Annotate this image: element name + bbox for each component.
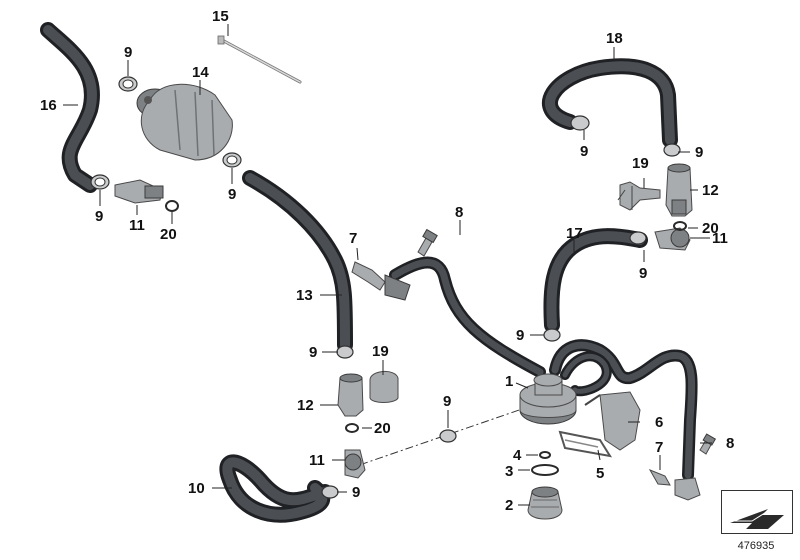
hose-16 bbox=[40, 22, 100, 193]
clamp-9-right-18 bbox=[570, 115, 590, 131]
hose-18 bbox=[542, 58, 678, 148]
retaining-clip-5 bbox=[558, 430, 613, 458]
callout-9i: 9 bbox=[352, 484, 360, 501]
callout-6: 6 bbox=[655, 414, 663, 431]
callout-3: 3 bbox=[505, 463, 513, 480]
callout-9e: 9 bbox=[443, 393, 451, 410]
callout-14: 14 bbox=[192, 64, 209, 81]
callout-12b: 12 bbox=[297, 397, 314, 414]
arrow-box-icon bbox=[730, 509, 784, 529]
callout-20c: 20 bbox=[374, 420, 391, 437]
clamp-9-filter-out bbox=[222, 152, 242, 168]
callout-1: 1 bbox=[505, 373, 513, 390]
small-ring-4 bbox=[539, 451, 551, 459]
clamp-9-centre bbox=[439, 429, 457, 443]
callout-19b: 19 bbox=[372, 343, 389, 360]
o-ring-3 bbox=[531, 464, 559, 476]
callout-7b: 7 bbox=[655, 439, 663, 456]
hose-end-fitting bbox=[674, 477, 701, 501]
hose-loop-right bbox=[549, 339, 698, 481]
callout-7a: 7 bbox=[349, 230, 357, 247]
valve-12-right bbox=[665, 163, 693, 217]
callout-5: 5 bbox=[596, 465, 604, 482]
callout-15: 15 bbox=[212, 8, 229, 25]
callout-9h: 9 bbox=[695, 144, 703, 161]
callout-9b: 9 bbox=[95, 208, 103, 225]
clip-7-right bbox=[648, 469, 671, 486]
clamp-9-bottom bbox=[321, 485, 339, 499]
screw-8-right bbox=[699, 433, 717, 455]
callout-11c: 11 bbox=[309, 452, 325, 469]
callout-18: 18 bbox=[606, 30, 623, 47]
reference-number: 476935 bbox=[737, 540, 775, 552]
hose-17 bbox=[543, 228, 648, 333]
callout-11a: 11 bbox=[129, 217, 145, 234]
hose-10 bbox=[219, 454, 333, 523]
connector-11-left bbox=[114, 179, 164, 204]
callout-9d: 9 bbox=[309, 344, 317, 361]
callout-8b: 8 bbox=[726, 435, 734, 452]
screw-8-top bbox=[417, 228, 438, 257]
o-ring-20-right bbox=[673, 221, 687, 231]
o-ring-20-bottom bbox=[345, 423, 359, 433]
clip-7-left bbox=[351, 261, 411, 301]
hose-13 bbox=[242, 170, 353, 353]
connector-11-bottom bbox=[344, 449, 366, 479]
callout-9extra: 9 bbox=[639, 265, 647, 282]
callout-9g: 9 bbox=[580, 143, 588, 160]
bracket-19-right bbox=[617, 181, 661, 211]
hose-main-diagonal bbox=[389, 256, 546, 378]
callout-9f: 9 bbox=[516, 327, 524, 344]
reference-box bbox=[721, 490, 793, 534]
connector-11-right bbox=[654, 227, 691, 251]
callout-12a: 12 bbox=[702, 182, 719, 199]
callout-4: 4 bbox=[513, 447, 522, 464]
clamp-9-right-mid bbox=[629, 231, 647, 245]
callout-8a: 8 bbox=[455, 204, 463, 221]
cable-tie-15 bbox=[217, 35, 302, 84]
o-ring-20-left bbox=[165, 200, 179, 212]
clamp-9-pump bbox=[543, 328, 561, 342]
filter-insert-2 bbox=[527, 486, 563, 520]
clamp-9-top-left bbox=[118, 76, 138, 92]
clamp-9-mid bbox=[336, 345, 354, 359]
callout-9c: 9 bbox=[228, 186, 236, 203]
callout-20a: 20 bbox=[160, 226, 177, 243]
centre-line bbox=[344, 407, 526, 471]
callout-19a: 19 bbox=[632, 155, 649, 172]
clamp-9-left bbox=[90, 174, 110, 190]
callout-13: 13 bbox=[296, 287, 313, 304]
callout-2: 2 bbox=[505, 497, 513, 514]
pressure-regulator-1 bbox=[519, 373, 577, 425]
callout-20b: 20 bbox=[702, 220, 719, 237]
bracket-plate-6 bbox=[584, 391, 641, 451]
callout-16: 16 bbox=[40, 97, 57, 114]
bracket-19-left bbox=[369, 371, 399, 403]
callout-10: 10 bbox=[188, 480, 205, 497]
clamp-9-right-top bbox=[663, 143, 681, 157]
valve-12-left bbox=[337, 373, 364, 417]
fuel-filter-14 bbox=[136, 83, 233, 161]
callout-11b: 11 bbox=[712, 230, 728, 247]
callout-17: 17 bbox=[566, 225, 583, 242]
callout-9a: 9 bbox=[124, 44, 132, 61]
